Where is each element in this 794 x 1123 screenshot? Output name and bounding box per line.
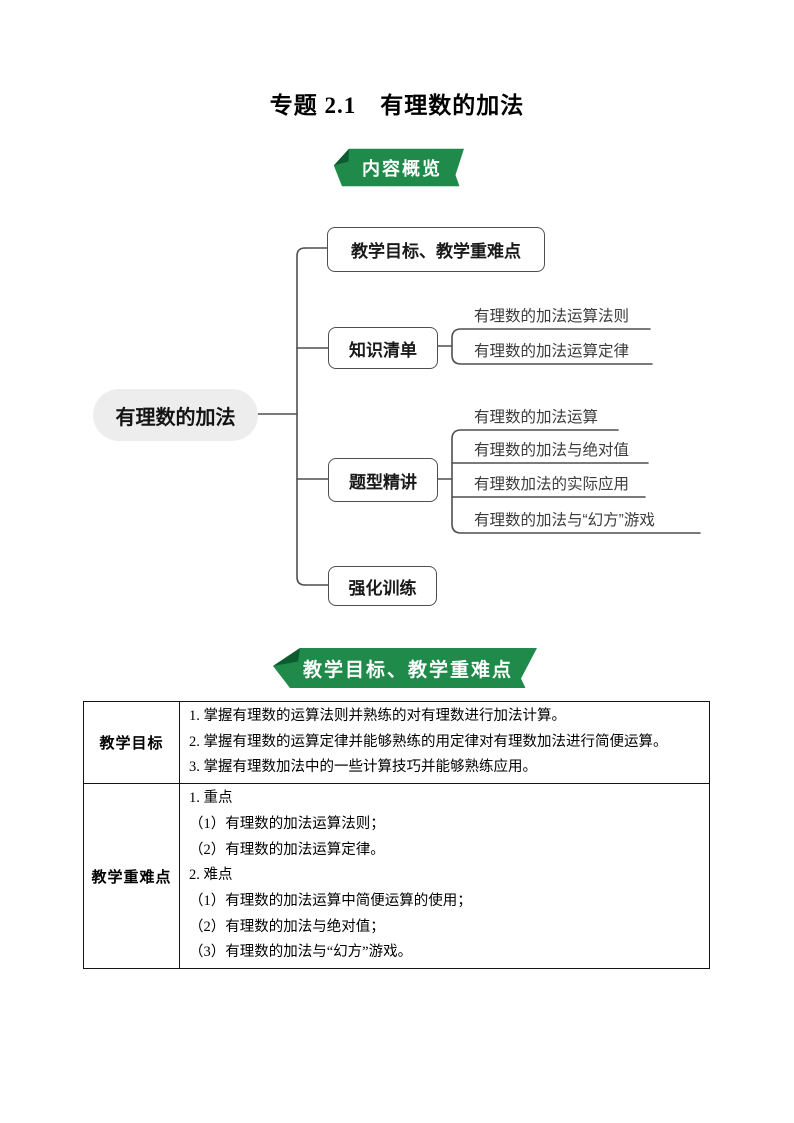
key-point-line: （1）有理数的加法运算法则； <box>189 815 385 832</box>
row-content-key-points: 1. 重点 （1）有理数的加法运算法则； （2）有理数的加法运算定律。 2. 难… <box>179 783 710 970</box>
overview-banner-label: 内容概览 <box>362 158 442 179</box>
mindmap-leaf-addition-operation: 有理数的加法运算 <box>474 409 599 426</box>
mindmap-branch-training: 强化训练 <box>328 566 437 606</box>
key-point-line: 1. 重点 <box>189 790 233 807</box>
overview-banner: 内容概览 <box>333 148 465 187</box>
goal-line: 2. 掌握有理数的运算定律并能够熟练的用定律对有理数加法进行简便运算。 <box>189 733 668 750</box>
row-content-goals: 1. 掌握有理数的运算法则并熟练的对有理数进行加法计算。 2. 掌握有理数的运算… <box>179 700 710 785</box>
table-row: 教学重难点 1. 重点 （1）有理数的加法运算法则； （2）有理数的加法运算定律… <box>83 783 710 970</box>
objectives-table: 教学目标 1. 掌握有理数的运算法则并熟练的对有理数进行加法计算。 2. 掌握有… <box>83 700 710 970</box>
key-point-line: （2）有理数的加法运算定律。 <box>189 841 385 858</box>
mindmap-branch-knowledge-list: 知识清单 <box>328 327 438 369</box>
goal-line: 3. 掌握有理数加法中的一些计算技巧并能够熟练应用。 <box>189 759 537 776</box>
table-row: 教学目标 1. 掌握有理数的运算法则并熟练的对有理数进行加法计算。 2. 掌握有… <box>83 700 710 785</box>
row-header-key-points: 教学重难点 <box>83 783 180 970</box>
ribbon-shape <box>273 648 537 688</box>
key-point-line: 2. 难点 <box>189 867 233 884</box>
row-header-goals: 教学目标 <box>83 700 180 785</box>
mindmap-leaf-addition-magic-square: 有理数的加法与“幻方”游戏 <box>474 512 655 529</box>
key-point-line: （1）有理数的加法运算中简便运算的使用； <box>189 892 472 909</box>
key-point-line: （3）有理数的加法与“幻方”游戏。 <box>189 944 413 961</box>
mindmap-leaf-addition-laws: 有理数的加法运算定律 <box>474 343 630 360</box>
mindmap-leaf-addition-absolute-value: 有理数的加法与绝对值 <box>474 442 630 459</box>
objectives-banner-label: 教学目标、教学重难点 <box>302 659 513 681</box>
mindmap-leaf-addition-rules: 有理数的加法运算法则 <box>474 308 630 325</box>
page-title: 专题 2.1 有理数的加法 <box>269 93 525 118</box>
key-point-line: （2）有理数的加法与绝对值； <box>189 918 385 935</box>
objectives-banner: 教学目标、教学重难点 <box>272 647 538 689</box>
mindmap-leaf-addition-application: 有理数加法的实际应用 <box>474 476 630 493</box>
mindmap-branch-problem-types: 题型精讲 <box>328 458 438 502</box>
goal-line: 1. 掌握有理数的运算法则并熟练的对有理数进行加法计算。 <box>189 708 566 724</box>
mindmap-root-node: 有理数的加法 <box>93 389 258 441</box>
ribbon-shape <box>333 148 464 187</box>
mindmap-branch-objectives: 教学目标、教学重难点 <box>327 227 545 272</box>
